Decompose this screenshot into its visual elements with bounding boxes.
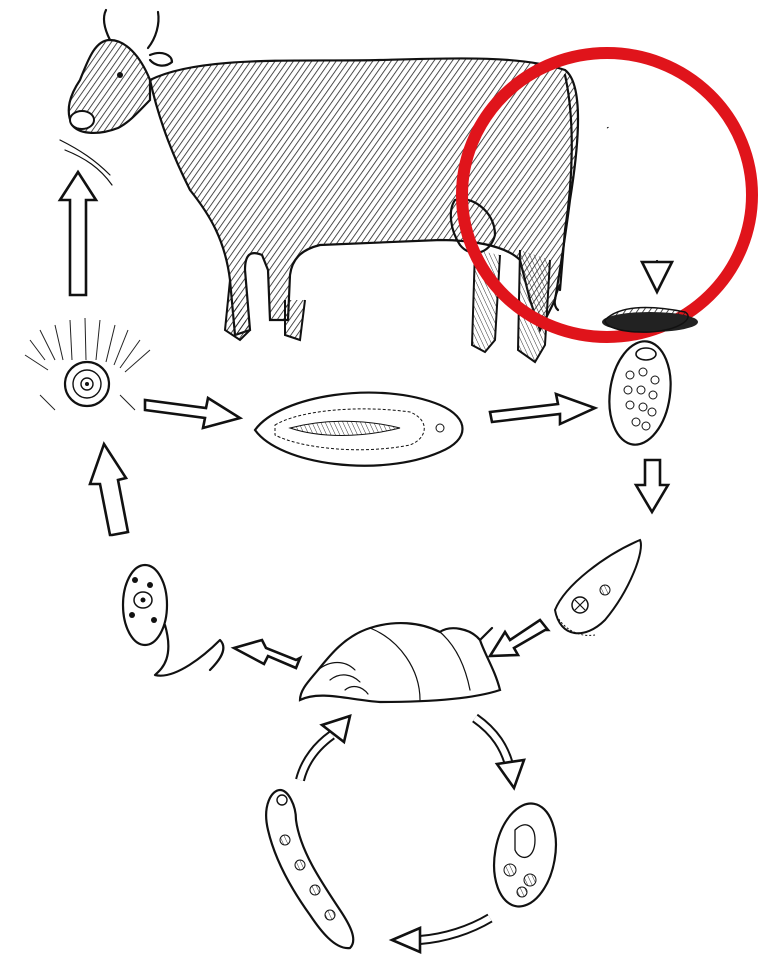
- sporocyst-icon: [486, 799, 563, 912]
- arrow-cow-to-dung: [608, 128, 672, 292]
- arrow-metacercaria-to-cow: [60, 172, 96, 295]
- arrow-snail-to-cercaria: [234, 640, 300, 668]
- cercaria-icon: [123, 565, 223, 676]
- dung-icon: [602, 307, 698, 332]
- liver-fluke-icon: [255, 393, 463, 466]
- arrow-redia-to-snail: [300, 716, 350, 780]
- arrow-fluke-to-egg: [490, 394, 595, 424]
- snail-icon: [300, 623, 500, 702]
- metacercaria-icon: [25, 318, 150, 410]
- miracidium-icon: [555, 540, 641, 635]
- arrow-sporocyst-to-redia: [392, 918, 490, 952]
- arrow-cercaria-to-metacercaria: [90, 444, 128, 535]
- egg-icon: [603, 337, 677, 448]
- cow-icon: [60, 10, 578, 362]
- arrow-miracidium-to-snail: [490, 620, 548, 656]
- arrow-metacercaria-to-fluke: [145, 398, 240, 428]
- arrow-snail-to-sporocyst: [475, 718, 524, 788]
- arrow-egg-to-miracidium: [636, 460, 668, 512]
- redia-icon: [266, 790, 353, 948]
